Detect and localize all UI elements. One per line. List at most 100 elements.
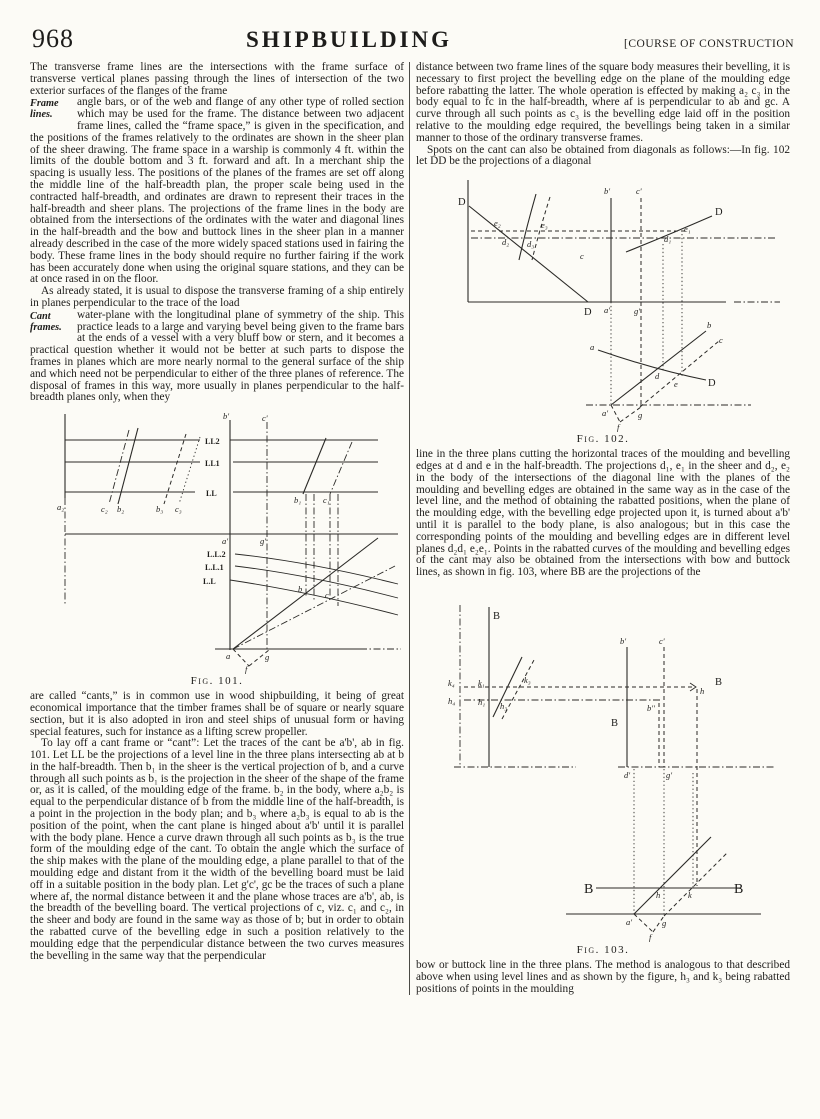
figure-102: D D e₂ d₂ e₃ d₃ c b' c' D d₁ e₁ a' g' — [416, 174, 790, 445]
fig-label: d — [655, 371, 660, 381]
fig-label: L.L.1 — [205, 563, 224, 572]
fig-label: d₁ — [664, 234, 671, 244]
fig102-half-breadth-plan — [586, 330, 751, 423]
fig-label: B — [734, 882, 743, 897]
fig-label: c₁ — [323, 495, 330, 505]
fig-label: B — [493, 611, 500, 622]
fig-label: D — [715, 207, 723, 218]
fig-label: e₂ — [494, 218, 501, 228]
fig-label: b — [707, 320, 711, 330]
fig-label: b' — [620, 636, 626, 646]
fig-label: D — [584, 307, 592, 318]
fig-label: LL — [206, 489, 217, 498]
paragraph: Frame lines.angle bars, or of the web an… — [30, 96, 404, 286]
paragraph: Spots on the cant can also be obtained f… — [416, 143, 790, 168]
figure-101-caption: Fig. 101. — [190, 675, 244, 688]
paragraph: are called “cants,” is in common use in … — [30, 690, 404, 738]
fig-label: b' — [223, 411, 229, 421]
figure-103-caption: Fig. 103. — [576, 943, 630, 956]
fig-label: LL2 — [205, 437, 220, 446]
fig-label: f — [245, 664, 249, 674]
left-column: The transverse frame lines are the inter… — [30, 61, 404, 995]
fig102-body-plan — [467, 180, 780, 303]
fig-label: a — [590, 342, 594, 352]
fig-label: c' — [659, 636, 665, 646]
fig-label: b₃ — [156, 504, 163, 514]
fig-103-drawing: B k₄ h₄ k₁ h₁ k₃ h₃ b' c' B b'' h B d' — [448, 604, 774, 942]
page-header: 968 SHIPBUILDING [COURSE OF CONSTRUCTION — [0, 0, 820, 56]
fig-label: g — [265, 652, 269, 662]
fig-label: h₃ — [500, 701, 507, 711]
fig103-half-breadth-plan — [566, 836, 761, 933]
fig-label: d₃ — [527, 239, 534, 249]
fig-label: b'' — [647, 703, 655, 713]
text-columns: The transverse frame lines are the inter… — [0, 56, 820, 996]
fig-label: h — [656, 890, 660, 900]
fig-label: h₁ — [478, 697, 485, 707]
fig-label: a' — [222, 536, 228, 546]
fig-label: f — [617, 422, 621, 432]
paragraph: line in the three plans cutting the hori… — [416, 448, 790, 579]
fig-label: D — [708, 378, 716, 389]
figure-101: b' c' LL2 LL1 LL a₂ c₂ b₂ b₃ c₃ b₁ c₁ a'… — [30, 410, 404, 687]
paragraph: Cant frames.water-plane with the longitu… — [30, 308, 404, 404]
margin-note-frame-lines: Frame lines. — [30, 98, 59, 121]
figure-102-caption: Fig. 102. — [576, 433, 630, 446]
fig-label: B — [611, 718, 618, 729]
running-head: [COURSE OF CONSTRUCTION — [624, 38, 794, 50]
fig-label: g — [662, 918, 666, 928]
fig102-sheer-plan — [610, 198, 713, 407]
fig-label: g — [638, 410, 642, 420]
fig-label: k₁ — [478, 678, 485, 688]
fig-label: B — [584, 882, 593, 897]
paragraph: bow or buttock line in the three plans. … — [416, 958, 790, 995]
fig-label: LL1 — [205, 459, 220, 468]
fig-label: a₂ — [57, 502, 64, 512]
fig-label: a' — [626, 917, 632, 927]
page-number: 968 — [32, 24, 74, 53]
fig-label: k — [688, 890, 692, 900]
fig101-projection-lines — [65, 420, 398, 651]
fig-label: h₄ — [448, 696, 455, 706]
fig-label: b₁ — [294, 495, 301, 505]
fig-label: e — [674, 379, 678, 389]
fig-label: c — [325, 590, 329, 600]
page-title: SHIPBUILDING — [246, 27, 452, 52]
paragraph: distance between two frame lines of the … — [416, 61, 790, 144]
fig-label: b₂ — [117, 504, 124, 514]
paragraph-text: water-plane with the longitudinal plane … — [30, 308, 404, 404]
fig-102-drawing: D D e₂ d₂ e₃ d₃ c b' c' D d₁ e₁ a' g' — [458, 180, 780, 432]
fig-label: h — [700, 686, 704, 696]
fig-label: f — [649, 932, 653, 942]
fig-label: g' — [260, 536, 266, 546]
fig-label: B — [715, 677, 722, 688]
right-column: distance between two frame lines of the … — [416, 61, 790, 995]
fig-label: c — [580, 251, 584, 261]
fig-label: g' — [634, 306, 640, 316]
fig-label: e₁ — [684, 224, 691, 234]
fig-label: c — [719, 335, 723, 345]
fig103-body-plan — [454, 604, 774, 768]
paragraph: To lay off a cant frame or “cant”: Let t… — [30, 737, 404, 962]
fig-label: b' — [604, 186, 610, 196]
fig103-labels: B k₄ h₄ k₁ h₁ k₃ h₃ b' c' B b'' h B d' — [448, 611, 743, 942]
fig-label: g' — [666, 770, 672, 780]
fig103-sheer-plan — [626, 646, 698, 916]
fig102-labels: D D e₂ d₂ e₃ d₃ c b' c' D d₁ e₁ a' g' — [458, 186, 723, 432]
fig101-labels: b' c' LL2 LL1 LL a₂ c₂ b₂ b₃ c₃ b₁ c₁ a'… — [57, 411, 330, 674]
figure-103: B k₄ h₄ k₁ h₁ k₃ h₃ b' c' B b'' h B d' — [416, 585, 790, 956]
fig-101-drawing: b' c' LL2 LL1 LL a₂ c₂ b₂ b₃ c₃ b₁ c₁ a'… — [57, 411, 401, 674]
fig-label: a — [226, 651, 230, 661]
fig-label: c' — [262, 413, 268, 423]
margin-note-cant-frames: Cant frames. — [30, 310, 62, 333]
fig101-sheer-plan — [64, 414, 378, 607]
fig-label: c₃ — [175, 504, 182, 514]
paragraph-text: angle bars, or of the web and flange of … — [30, 96, 404, 286]
fig-label: k₃ — [524, 675, 531, 685]
fig-label: d' — [624, 770, 630, 780]
fig-label: c₂ — [101, 504, 108, 514]
paragraph: The transverse frame lines are the inter… — [30, 61, 404, 97]
fig101-half-breadth-plan — [215, 537, 401, 667]
fig-label: a' — [602, 408, 608, 418]
